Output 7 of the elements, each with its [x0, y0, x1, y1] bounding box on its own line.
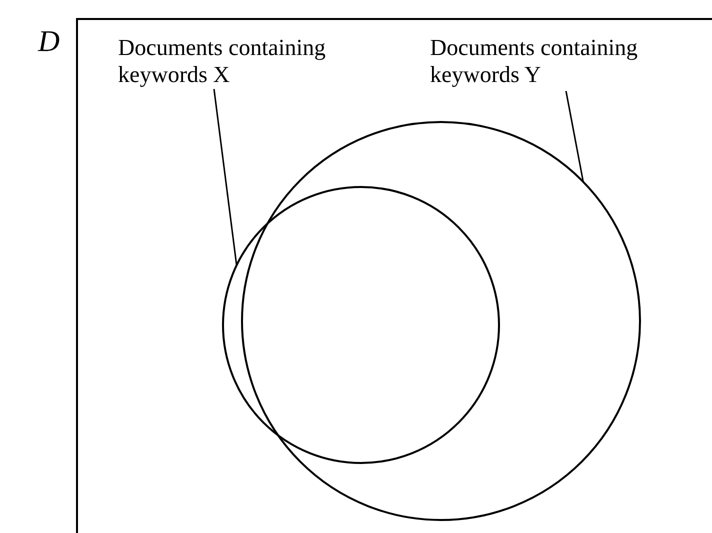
set-circle — [222, 186, 500, 464]
set-label: Documents containing keywords X — [118, 34, 408, 88]
leader-line — [213, 88, 238, 266]
set-circle — [241, 121, 641, 521]
set-symbol: D — [38, 26, 60, 58]
leader-line — [565, 90, 584, 182]
set-label: Documents containing keywords Y — [430, 34, 712, 88]
